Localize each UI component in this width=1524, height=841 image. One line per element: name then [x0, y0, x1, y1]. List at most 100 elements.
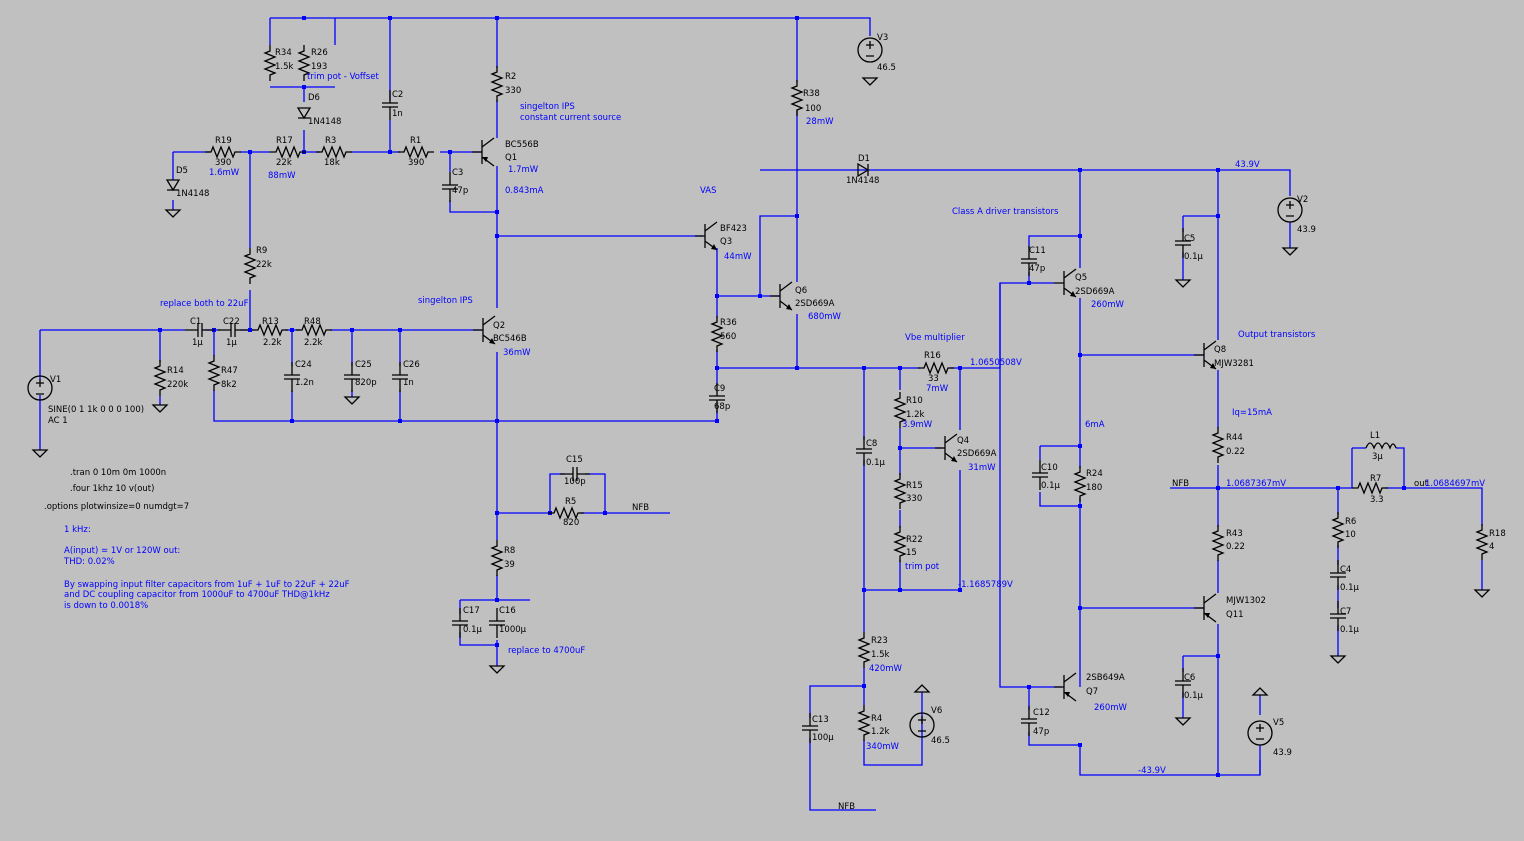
ground-symbol — [1282, 247, 1298, 256]
q7-power: 260mW — [1094, 703, 1128, 713]
c11-ref: C11 — [1029, 246, 1046, 256]
d5-ref: D5 — [176, 166, 188, 176]
q2-power: 36mW — [503, 348, 531, 358]
r1-ref: R1 — [410, 136, 421, 146]
r24-ref: R24 — [1086, 469, 1103, 479]
r6-value: 10 — [1345, 530, 1356, 540]
r19-ref: R19 — [215, 136, 232, 146]
transistor-q4-symbol — [934, 433, 958, 463]
c26-value: 1n — [403, 378, 414, 388]
resistor-r43-symbol — [1212, 524, 1224, 562]
r17-ref: R17 — [276, 136, 293, 146]
resistor-r15-symbol — [894, 472, 906, 510]
resistor-r47-symbol — [208, 354, 220, 392]
resistor-r4-symbol — [858, 704, 870, 742]
r19-value: 390 — [215, 158, 231, 168]
d6-value: 1N4148 — [308, 117, 341, 127]
c10-value: 0.1µ — [1041, 481, 1061, 491]
c11-value: 47p — [1029, 264, 1045, 274]
r17-value: 22k — [276, 158, 292, 168]
transistor-q3-symbol — [694, 221, 718, 251]
q8-model: MJW3281 — [1214, 359, 1254, 369]
inductor-l1-symbol — [1365, 442, 1397, 450]
c5-value: 0.1µ — [1184, 252, 1204, 262]
r6-ref: R6 — [1345, 517, 1356, 527]
ground-symbol — [489, 665, 505, 674]
note-output-transistors: Output transistors — [1238, 330, 1316, 340]
r1-value: 390 — [408, 158, 424, 168]
resistor-r22-symbol — [894, 525, 906, 563]
comment-line-5: and DC coupling capacitor from 1000uF to… — [64, 590, 330, 600]
net-vbe-bot: -1.1685789V — [958, 580, 1013, 590]
q5-ref: Q5 — [1075, 273, 1087, 283]
c25-ref: C25 — [355, 360, 372, 370]
diode-d5-symbol — [165, 179, 181, 192]
r22-note: trim pot — [905, 562, 940, 572]
r9-value: 22k — [256, 260, 272, 270]
c12-ref: C12 — [1033, 708, 1050, 718]
comment-line-1: 1 kHz: — [64, 525, 91, 535]
r4-ref: R4 — [871, 714, 882, 724]
r14-ref: R14 — [167, 366, 184, 376]
r34-ref: R34 — [275, 48, 292, 58]
c9-value: 68p — [714, 402, 730, 412]
net-vbe-top: 1.0650508V — [970, 358, 1022, 368]
c3-ref: C3 — [452, 168, 463, 178]
ground-symbol — [344, 396, 360, 405]
r16-power: 7mW — [926, 384, 949, 394]
c15-ref: C15 — [566, 455, 583, 465]
r7-ref: R7 — [1370, 474, 1381, 484]
ground-symbol — [32, 449, 48, 458]
r2-ref: R2 — [505, 72, 516, 82]
r26-ref: R26 — [311, 48, 328, 58]
v1-ref: V1 — [50, 375, 61, 385]
r44-ref: R44 — [1226, 433, 1243, 443]
resistor-r7-symbol — [1351, 482, 1389, 494]
r36-value: 560 — [720, 332, 736, 342]
r5-ref: R5 — [565, 497, 576, 507]
r22-value: 15 — [906, 548, 917, 558]
r26-value: 193 — [311, 62, 327, 72]
r13-value: 2.2k — [263, 338, 282, 348]
ground-symbol — [1175, 717, 1191, 726]
net-vplus: 43.9V — [1235, 160, 1260, 170]
q6-power: 680mW — [808, 312, 842, 322]
v3-ref: V3 — [877, 33, 888, 43]
resistor-r8-symbol — [491, 539, 503, 577]
resistor-r16-symbol — [917, 362, 955, 374]
v6-ref: V6 — [931, 706, 942, 716]
diode-d6-symbol — [296, 107, 312, 120]
c16-value: 1000µ — [499, 625, 527, 635]
r38-power: 28mW — [806, 117, 834, 127]
q4-ref: Q4 — [957, 436, 969, 446]
note-6ma: 6mA — [1085, 420, 1105, 430]
d1-value: 1N4148 — [846, 176, 879, 186]
note-class-a: Class A driver transistors — [952, 207, 1059, 217]
net-out-label: out — [1414, 479, 1429, 489]
spice-options: .options plotwinsize=0 numdgt=7 — [44, 502, 189, 512]
r3-value: 18k — [324, 158, 340, 168]
q6-ref: Q6 — [795, 286, 807, 296]
transistor-q2-symbol — [472, 315, 496, 345]
c8-ref: C8 — [866, 439, 877, 449]
r48-value: 2.2k — [304, 338, 323, 348]
q5-power: 260mW — [1091, 300, 1125, 310]
v6-value: 46.5 — [931, 736, 950, 746]
r44-value: 0.22 — [1226, 447, 1245, 457]
r23-ref: R23 — [871, 636, 888, 646]
labels: R34 1.5k R26 193 trim pot - Voffset D6 1… — [44, 33, 1506, 812]
r4-value: 1.2k — [871, 727, 890, 737]
note-vas: VAS — [700, 186, 716, 196]
r8-ref: R8 — [504, 546, 515, 556]
r23-power: 420mW — [869, 664, 903, 674]
resistor-r14-symbol — [154, 359, 166, 397]
note-vbe-multiplier: Vbe multiplier — [905, 333, 965, 343]
c8-value: 0.1µ — [866, 458, 886, 468]
component-symbols — [27, 37, 1490, 746]
r15-value: 330 — [906, 494, 922, 504]
q3-ref: Q3 — [720, 237, 732, 247]
resistor-r6-symbol — [1332, 511, 1344, 549]
spice-tran: .tran 0 10m 0m 1000n — [70, 468, 166, 478]
